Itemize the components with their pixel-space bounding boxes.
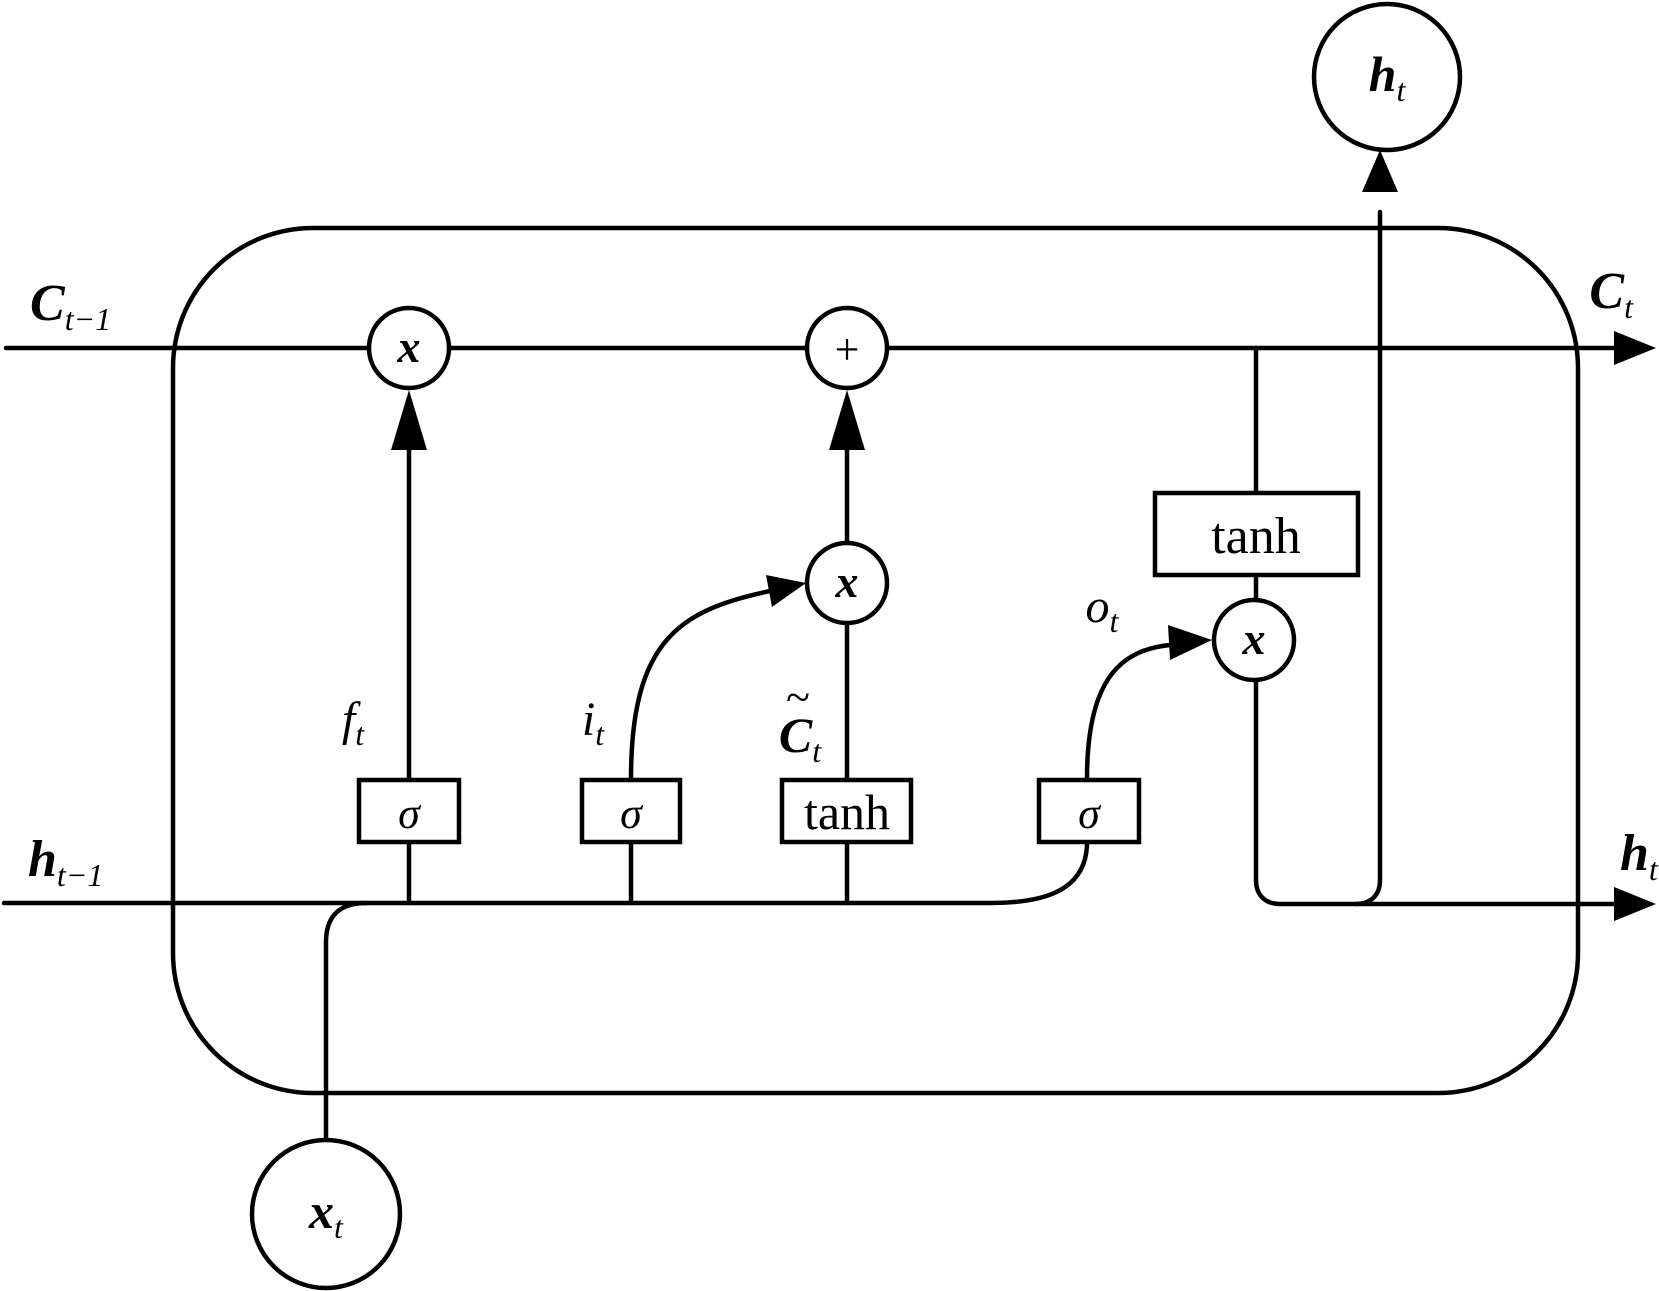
hidden-concat-line [363,842,1090,906]
forget-gate-arrowhead [391,390,427,450]
candidate-gate-box [779,777,914,845]
forget-gate-label: ft [342,693,365,752]
output-gate-label: ot [1086,580,1120,639]
output-mul-to-hidden-line [1253,677,1625,907]
input-gate-box [579,777,683,845]
hidden-out-label: ht [1620,825,1659,887]
hidden-top-label: ht [1369,46,1407,108]
forget-gate-activation: σ [398,789,422,838]
output-multiply-symbol: x [1242,613,1266,664]
candidate-gate-label: Ct [779,707,822,769]
output-multiply-node [1211,597,1297,683]
hidden-up-line [1353,209,1383,907]
forget-multiply-symbol: x [397,321,421,372]
cell-add-node [804,305,890,391]
input-multiply-node [804,540,890,626]
input-gate-label: it [582,693,605,752]
output-gate-line [1084,642,1173,782]
cell-tanh-label: tanh [1211,508,1301,565]
forget-multiply-node [366,305,452,391]
input-x-node [249,1137,403,1291]
hidden-out-arrowhead [1614,887,1656,921]
input-x-label: xt [308,1183,344,1245]
input-gate-line [628,588,773,782]
cell-boundary [170,225,1581,1096]
cell-state-arrowhead [1614,331,1656,365]
hidden-up-arrowhead [1362,150,1398,192]
add-arrowhead [829,390,865,450]
cell-add-symbol: + [835,325,860,374]
output-gate-arrowhead [1168,625,1212,660]
input-gate-activation: σ [620,789,644,838]
forget-gate-box [356,777,462,845]
input-x-line [323,900,369,1141]
cell-prev-label: Ct−1 [30,275,111,337]
input-multiply-symbol: x [835,556,859,607]
candidate-gate-tilde: ~ [786,673,810,722]
output-gate-activation: σ [1078,789,1102,838]
candidate-gate-activation: tanh [804,784,890,840]
cell-tanh-box [1152,490,1361,578]
hidden-prev-label: ht−1 [28,831,103,893]
input-gate-arrowhead [766,575,806,607]
output-gate-box [1036,777,1142,845]
hidden-top-node [1311,1,1463,153]
cell-out-label: Ct [1589,263,1634,325]
